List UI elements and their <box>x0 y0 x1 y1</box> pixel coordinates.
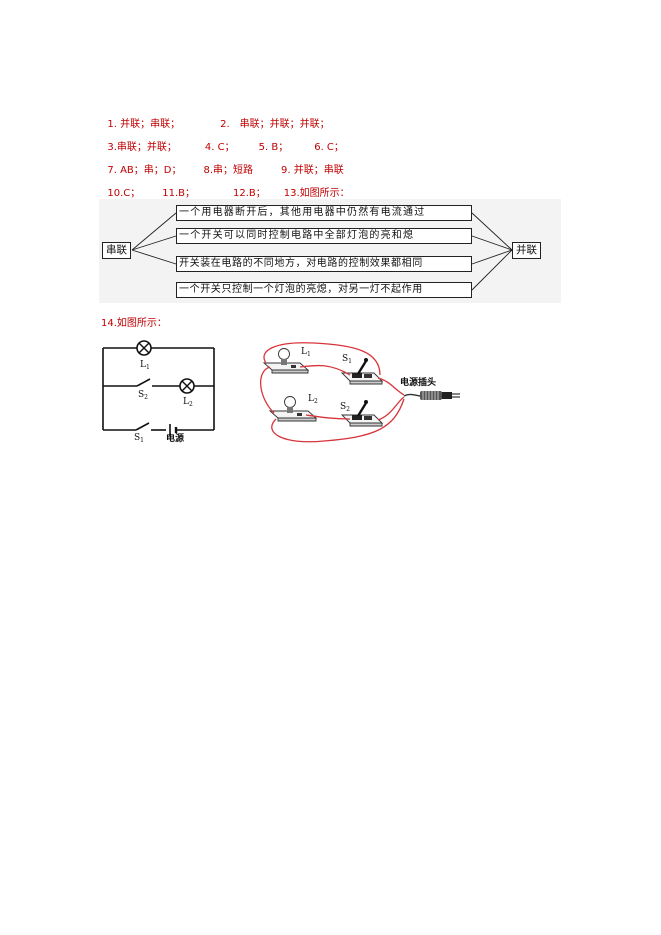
photo-lamp-l2-label: L2 <box>308 394 318 405</box>
photo-lamp-l1-label: L1 <box>301 347 311 358</box>
statement-3: 开关装在电路的不同地方，对电路的控制效果都相同 <box>176 256 472 272</box>
statement-4: 一个开关只控制一个灯泡的亮熄，对另一灯不起作用 <box>176 282 472 298</box>
lamp-l1-label: L1 <box>140 360 150 371</box>
link-series-1 <box>131 212 177 251</box>
answer-7: 7. AB；串；D； <box>107 165 182 176</box>
link-parallel-1 <box>471 212 513 251</box>
answer-line-1: 1. 并联；串联； 2. 串联；并联；并联； <box>101 104 330 130</box>
answer-3: 3.串联；并联； <box>107 142 177 153</box>
power-plug-label: 电源插头 <box>400 376 436 388</box>
answer-4: 4. C； <box>204 142 235 153</box>
answer-2: 2. 串联；并联；并联； <box>220 119 330 130</box>
switch-s2-blade <box>136 378 151 387</box>
statement-2: 一个开关可以同时控制电路中全部灯泡的亮和熄 <box>176 228 472 244</box>
answer-line-4: 10.C； 11.B； 12.B； 13.如图所示： <box>101 173 350 199</box>
link-parallel-2 <box>471 249 513 265</box>
link-parallel-3 <box>471 235 513 251</box>
question-14-label: 14.如图所示： <box>101 318 167 329</box>
matching-diagram: 串联 并联 一个用电器断开后，其他用电器中仍然有电流通过 一个开关可以同时控制电… <box>99 199 561 303</box>
red-wires <box>260 342 405 443</box>
answer-line-3: 7. AB；串；D； 8.串；短路 9. 并联；串联 <box>101 150 344 176</box>
knife-switch-2-icon <box>352 400 372 420</box>
answer-11: 11.B； <box>162 188 196 199</box>
link-series-3 <box>131 249 177 265</box>
switch-s1-label: S1 <box>134 433 144 444</box>
answer-12: 12.B； <box>233 188 266 199</box>
lamp-l2-label: L2 <box>183 397 193 408</box>
answer-10: 10.C； <box>107 188 141 199</box>
link-series-2 <box>131 235 177 251</box>
bulb-1-icon <box>278 348 296 368</box>
matching-lines <box>131 212 513 291</box>
answer-9: 9. 并联；串联 <box>281 165 344 176</box>
link-parallel-4 <box>471 249 513 291</box>
series-label: 串联 <box>102 242 131 259</box>
answer-1: 1. 并联；串联； <box>107 119 181 130</box>
power-plug-icon <box>403 391 460 400</box>
lamp-l1-icon <box>136 340 152 356</box>
parallel-label: 并联 <box>512 242 541 259</box>
power-source-label: 电源 <box>166 432 184 444</box>
statement-1: 一个用电器断开后，其他用电器中仍然有电流通过 <box>176 205 472 221</box>
knife-switch-1-icon <box>352 358 372 378</box>
wiring-illustration: L1 L2 S1 S2 电源插头 <box>260 342 460 443</box>
bulb-2-icon <box>284 396 302 416</box>
switch-s1-blade <box>135 422 150 431</box>
answer-5: 5. B； <box>258 142 289 153</box>
photo-switch-s2-label: S2 <box>340 402 350 413</box>
lamp-l2-icon <box>179 378 195 394</box>
switch-s2-label: S2 <box>138 390 148 401</box>
circuit-diagram: L1 S2 L2 S1 电源 <box>102 340 215 444</box>
answer-8: 8.串；短路 <box>203 165 254 176</box>
answer-13: 13.如图所示： <box>283 188 350 199</box>
answer-line-2: 3.串联；并联； 4. C； 5. B； 6. C； <box>101 127 344 153</box>
photo-switch-s1-label: S1 <box>342 354 352 365</box>
answer-6: 6. C； <box>314 142 344 153</box>
